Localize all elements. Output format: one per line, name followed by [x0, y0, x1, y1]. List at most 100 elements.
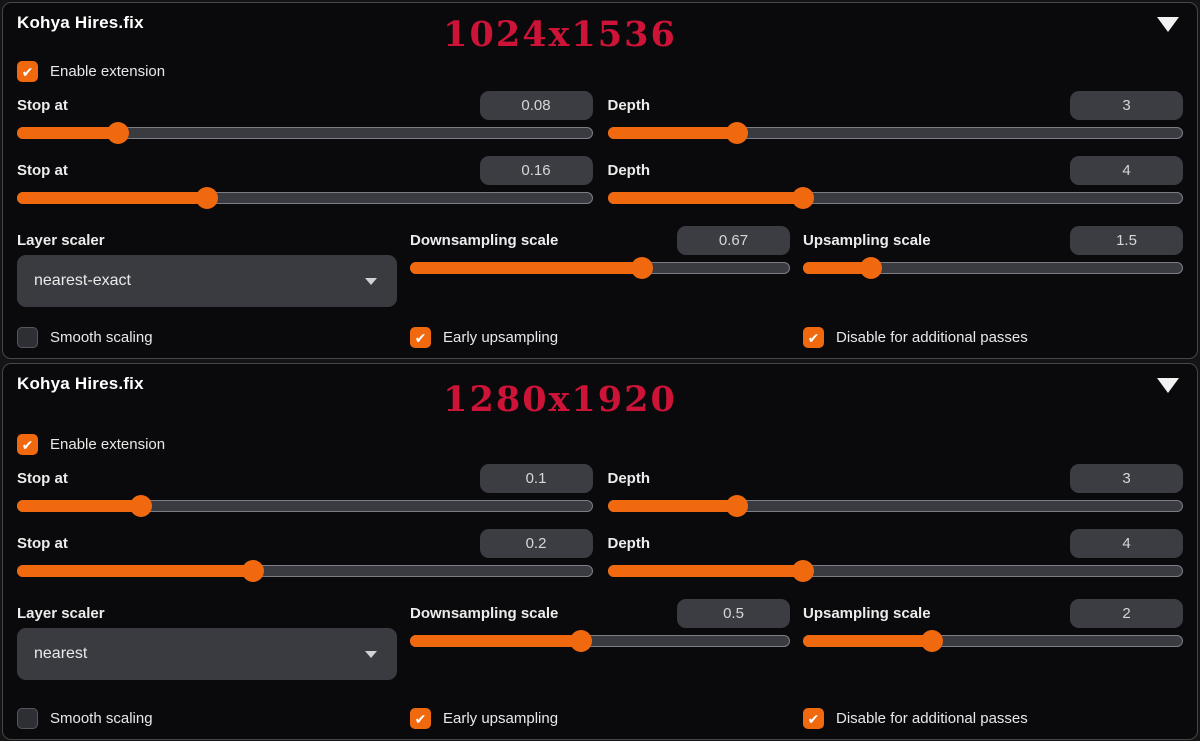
checkbox-label: Disable for additional passes — [836, 329, 1028, 346]
checkbox-label: Enable extension — [50, 63, 166, 80]
panel-title: Kohya Hires.fix — [17, 374, 144, 393]
checkbox-box[interactable]: ✔ — [410, 327, 431, 348]
disable-additional-passes-checkbox[interactable]: ✔ Disable for additional passes — [803, 327, 1183, 348]
value-input[interactable]: 1.5 — [1070, 225, 1183, 255]
layer-scaler-dropdown[interactable]: nearest — [17, 628, 397, 680]
dropdown-selected-value: nearest — [34, 645, 88, 662]
slider-row-1: Stop at 0.08 Depth 3 — [17, 90, 1183, 144]
checkbox-box[interactable]: ✔ — [17, 708, 38, 729]
enable-extension-checkbox[interactable]: ✔ Enable extension — [17, 61, 165, 82]
depth-field: Depth 3 — [607, 90, 1183, 144]
slider-fill — [17, 500, 141, 512]
slider[interactable] — [17, 122, 593, 144]
value-input[interactable]: 0.2 — [479, 528, 593, 558]
stop-at-field: Stop at 0.08 — [17, 90, 593, 144]
slider[interactable] — [410, 257, 790, 279]
value-input[interactable]: 3 — [1070, 463, 1183, 493]
checkmark-icon: ✔ — [414, 710, 427, 727]
slider-fill — [607, 565, 804, 577]
slider-fill — [17, 127, 118, 139]
checkbox-box[interactable]: ✔ — [410, 708, 431, 729]
field-label: Downsampling scale — [410, 231, 559, 249]
slider-handle[interactable] — [241, 560, 264, 582]
value-input[interactable]: 2 — [1070, 598, 1183, 628]
collapse-icon[interactable] — [1157, 17, 1179, 32]
collapse-icon[interactable] — [1157, 378, 1179, 393]
checkmark-icon: ✔ — [807, 329, 820, 346]
stop-at-field: Stop at 0.1 — [17, 463, 593, 517]
field-label: Upsampling scale — [803, 604, 931, 622]
layer-scaler-dropdown[interactable]: nearest-exact — [17, 255, 397, 307]
panel-header: Kohya Hires.fix 1280x1920 — [17, 374, 1183, 417]
field-label: Depth — [607, 534, 651, 552]
kohya-hiresfix-panel-1: Kohya Hires.fix 1024x1536 ✔ Enable exten… — [2, 2, 1198, 359]
upsampling-scale-field: Upsampling scale 1.5 — [803, 225, 1183, 307]
slider-handle[interactable] — [860, 257, 883, 279]
slider-row-2: Stop at 0.16 Depth 4 — [17, 155, 1183, 209]
value-input[interactable]: 0.1 — [479, 463, 593, 493]
checkbox-box[interactable]: ✔ — [803, 708, 824, 729]
downsampling-scale-field: Downsampling scale 0.67 — [410, 225, 790, 307]
slider[interactable] — [17, 560, 593, 582]
enable-extension-checkbox[interactable]: ✔ Enable extension — [17, 434, 165, 455]
kohya-hiresfix-panel-2: Kohya Hires.fix 1280x1920 ✔ Enable exten… — [2, 363, 1198, 740]
slider[interactable] — [803, 630, 1183, 652]
early-upsampling-checkbox[interactable]: ✔ Early upsampling — [410, 708, 790, 729]
checkbox-label: Smooth scaling — [50, 329, 153, 346]
field-label: Depth — [607, 96, 651, 114]
slider[interactable] — [17, 495, 593, 517]
slider[interactable] — [803, 257, 1183, 279]
field-label: Layer scaler — [17, 231, 105, 249]
slider[interactable] — [607, 122, 1183, 144]
resolution-note: 1280x1920 — [443, 379, 677, 420]
checkbox-label: Early upsampling — [443, 710, 559, 727]
slider-handle[interactable] — [195, 187, 218, 209]
slider-handle[interactable] — [725, 495, 748, 517]
field-label: Layer scaler — [17, 604, 105, 622]
value-input[interactable]: 3 — [1070, 90, 1183, 120]
checkbox-box[interactable]: ✔ — [803, 327, 824, 348]
slider-handle[interactable] — [106, 122, 129, 144]
slider-fill — [607, 500, 737, 512]
slider-handle[interactable] — [921, 630, 944, 652]
slider-handle[interactable] — [570, 630, 592, 652]
stop-at-field: Stop at 0.2 — [17, 528, 593, 582]
slider-row-2: Stop at 0.2 Depth 4 — [17, 528, 1183, 582]
slider-handle[interactable] — [792, 560, 815, 582]
early-upsampling-checkbox[interactable]: ✔ Early upsampling — [410, 327, 790, 348]
chevron-down-icon — [365, 650, 377, 658]
slider-handle[interactable] — [129, 495, 152, 517]
smooth-scaling-checkbox[interactable]: ✔ Smooth scaling — [17, 708, 397, 729]
slider[interactable] — [607, 495, 1183, 517]
value-input[interactable]: 0.5 — [677, 598, 790, 628]
checkbox-box[interactable]: ✔ — [17, 327, 38, 348]
field-label: Downsampling scale — [410, 604, 559, 622]
disable-additional-passes-checkbox[interactable]: ✔ Disable for additional passes — [803, 708, 1183, 729]
value-input[interactable]: 4 — [1070, 528, 1183, 558]
value-input[interactable]: 0.16 — [479, 155, 593, 185]
slider[interactable] — [607, 560, 1183, 582]
smooth-scaling-checkbox[interactable]: ✔ Smooth scaling — [17, 327, 397, 348]
checkbox-box[interactable]: ✔ — [17, 61, 38, 82]
checkbox-box[interactable]: ✔ — [17, 434, 38, 455]
field-label: Stop at — [17, 534, 68, 552]
scaler-row: Layer scaler nearest-exact Downsampling … — [17, 225, 1183, 307]
slider[interactable] — [607, 187, 1183, 209]
field-label: Depth — [607, 469, 651, 487]
slider-fill — [607, 192, 804, 204]
slider-handle[interactable] — [630, 257, 653, 279]
options-row: ✔ Smooth scaling ✔ Early upsampling ✔ Di… — [17, 327, 1183, 348]
value-input[interactable]: 4 — [1070, 155, 1183, 185]
checkmark-icon: ✔ — [21, 436, 34, 453]
value-input[interactable]: 0.67 — [677, 225, 790, 255]
value-input[interactable]: 0.08 — [479, 90, 593, 120]
slider-handle[interactable] — [792, 187, 815, 209]
stop-at-field: Stop at 0.16 — [17, 155, 593, 209]
checkmark-icon: ✔ — [414, 329, 427, 346]
slider[interactable] — [410, 630, 790, 652]
slider-fill — [803, 635, 933, 647]
slider-fill — [410, 635, 581, 647]
slider-handle[interactable] — [725, 122, 748, 144]
slider-fill — [803, 262, 872, 274]
slider[interactable] — [17, 187, 593, 209]
